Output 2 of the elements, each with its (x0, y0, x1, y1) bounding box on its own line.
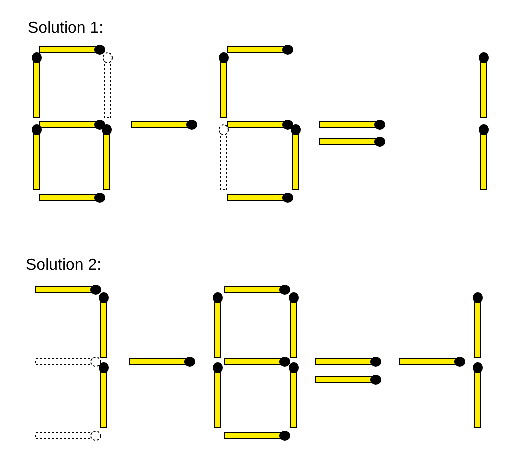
solution-heading: Solution 1: (28, 20, 104, 38)
solution-heading: Solution 2: (26, 257, 102, 275)
